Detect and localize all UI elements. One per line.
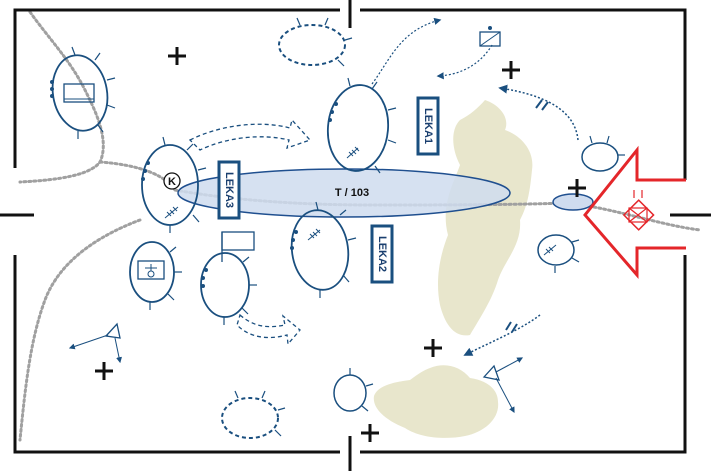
route-southwest: [18, 218, 142, 442]
unit-label-box-leka1[interactable]: LEKA1: [416, 96, 440, 156]
plus-marker: [568, 179, 586, 197]
axis-of-advance-arrow-south: [236, 313, 301, 346]
plus-marker: [95, 362, 113, 380]
radar-icon: [137, 260, 165, 280]
screen-icon: [63, 83, 95, 103]
objective-ellipse-east[interactable]: [552, 193, 594, 211]
plus-marker: [168, 47, 186, 65]
flag-icon[interactable]: [221, 231, 255, 262]
objective-label: T / 103: [335, 187, 369, 199]
unit-label-box-leka3[interactable]: LEKA3: [217, 160, 241, 220]
movement-arrow-east: [498, 84, 579, 141]
svg-text:LEKA1: LEKA1: [422, 108, 434, 144]
svg-text:LEKA3: LEKA3: [223, 172, 235, 208]
movement-arrow-flag: [436, 44, 493, 80]
unit-ellipse-north[interactable]: [324, 77, 397, 174]
plus-marker-group: [95, 47, 586, 442]
observation-post-west[interactable]: [68, 322, 122, 364]
unit-ellipse-northwest[interactable]: [47, 46, 116, 139]
planned-ellipse-north[interactable]: [278, 17, 353, 67]
route-west: [98, 160, 177, 192]
unit-ellipse-south-west-center[interactable]: [200, 252, 257, 325]
unit-ellipse-southwest-radar[interactable]: [129, 241, 182, 310]
enemy-unit-icon[interactable]: [622, 190, 655, 231]
antenna-icon: [346, 146, 360, 159]
planned-ellipse-south[interactable]: [221, 390, 286, 439]
unit-ellipse-south-center[interactable]: [287, 201, 357, 298]
plus-marker: [424, 339, 442, 357]
command-post-icon: [163, 172, 181, 190]
antenna-icon: [543, 244, 557, 256]
unit-ellipse-east-antenna[interactable]: [537, 234, 580, 273]
movement-arrow-north-east: [371, 17, 442, 85]
svg-text:LEKA2: LEKA2: [376, 236, 388, 272]
unit-ellipse-south-east[interactable]: [333, 368, 374, 412]
unit-label-box-leka2[interactable]: LEKA2: [370, 224, 394, 284]
observation-post-east[interactable]: [482, 357, 524, 414]
unit-ellipse-command-post[interactable]: K: [141, 136, 207, 233]
plus-marker: [502, 61, 520, 79]
unit-ellipse-east-small[interactable]: [581, 135, 625, 172]
terrain-area-south: [373, 365, 499, 438]
plus-marker: [361, 424, 379, 442]
axis-of-advance-arrow-north: [188, 118, 312, 151]
objective-ellipse[interactable]: [177, 168, 511, 218]
enemy-arrow[interactable]: [583, 145, 686, 280]
movement-arrow-tick: [505, 99, 549, 333]
antenna-icon: [307, 228, 321, 241]
terrain-area-north: [437, 100, 533, 336]
antenna-icon: [164, 206, 179, 219]
route-northwest: [18, 10, 105, 184]
command-post-letter: K: [168, 176, 176, 188]
flag-icon[interactable]: [479, 26, 501, 47]
